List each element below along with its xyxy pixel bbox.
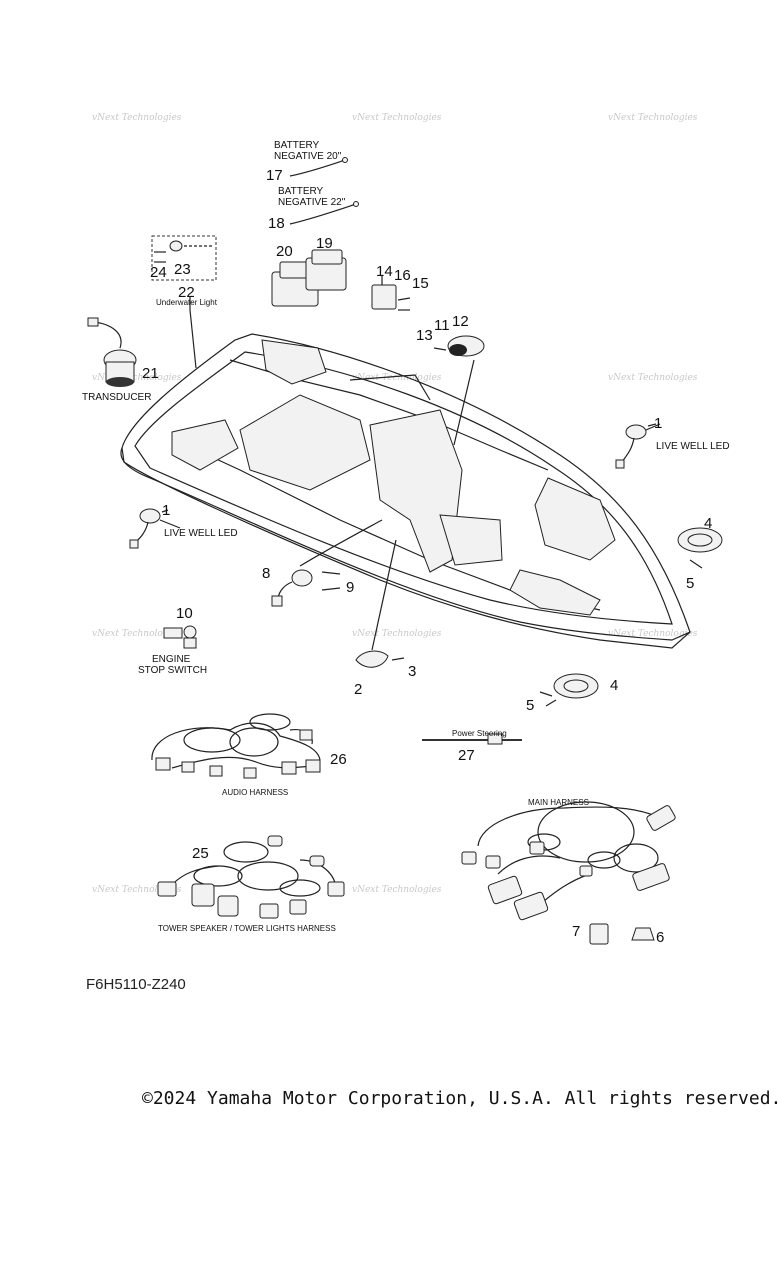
battery-neg-22-line1: BATTERY [278, 186, 324, 197]
engine-stop-switch-line2: STOP SWITCH [138, 665, 207, 676]
callout-23: 23 [174, 261, 191, 278]
main-harness-graphic [461, 801, 676, 945]
watermark: vNext Technologies [92, 629, 182, 639]
callout-19: 19 [316, 235, 333, 252]
callout-8: 8 [262, 565, 270, 582]
tower-harness-label: TOWER SPEAKER / TOWER LIGHTS HARNESS [158, 924, 336, 933]
parts-diagram: vNext Technologies vNext Technologies vN… [82, 113, 730, 946]
callout-12: 12 [452, 313, 469, 330]
callout-5: 5 [526, 697, 534, 714]
battery-neg-20-line1: BATTERY [274, 140, 320, 151]
copyright-notice: ©2024 Yamaha Motor Corporation, U.S.A. A… [142, 1088, 781, 1109]
callout-10: 10 [176, 605, 193, 622]
battery-boxes [271, 249, 347, 307]
diagram-code: F6H5110-Z240 [86, 976, 186, 993]
callout-1: 1 [654, 415, 662, 432]
callout-4: 4 [610, 677, 618, 694]
tower-harness-graphic [157, 835, 345, 919]
callout-9: 9 [346, 579, 354, 596]
battery-neg-22-line2: NEGATIVE 22" [278, 197, 346, 208]
callout-25: 25 [192, 845, 209, 862]
boat-hull [120, 333, 691, 649]
callout-15: 15 [412, 275, 429, 292]
callout-11: 11 [434, 317, 450, 334]
callout-numbers: 1 1 2 3 4 4 5 5 6 7 8 9 10 11 12 13 14 1… [142, 167, 712, 946]
audio-harness-graphic [151, 713, 321, 779]
underwater-light-label: Underwater Light [156, 298, 218, 307]
callout-21: 21 [142, 365, 159, 382]
watermark: vNext Technologies [352, 629, 442, 639]
callout-5: 5 [686, 575, 694, 592]
labels: BATTERY NEGATIVE 20" BATTERY NEGATIVE 22… [82, 140, 730, 933]
callout-7: 7 [572, 923, 580, 940]
main-harness-label: MAIN HARNESS [528, 798, 589, 807]
watermark: vNext Technologies [92, 885, 182, 895]
battery-neg-20-line2: NEGATIVE 20" [274, 151, 342, 162]
audio-harness-label: AUDIO HARNESS [222, 788, 288, 797]
callout-13: 13 [416, 327, 433, 344]
watermark: vNext Technologies [608, 629, 698, 639]
callout-3: 3 [408, 663, 416, 680]
callout-22: 22 [178, 284, 195, 301]
transducer-label: TRANSDUCER [82, 392, 151, 403]
watermark: vNext Technologies [352, 373, 442, 383]
watermark: vNext Technologies [352, 885, 442, 895]
watermark: vNext Technologies [352, 113, 442, 123]
callout-1: 1 [162, 502, 170, 519]
callout-14: 14 [376, 263, 393, 280]
callout-2: 2 [354, 681, 362, 698]
live-well-led-right-label: LIVE WELL LED [656, 441, 730, 452]
live-well-led-left-label: LIVE WELL LED [164, 528, 238, 539]
watermark: vNext Technologies [608, 373, 698, 383]
watermarks: vNext Technologies vNext Technologies vN… [92, 113, 698, 895]
callout-24: 24 [150, 264, 167, 281]
callout-16: 16 [394, 267, 411, 284]
callout-18: 18 [268, 215, 285, 232]
watermark: vNext Technologies [92, 373, 182, 383]
leader-lines [161, 276, 657, 707]
callout-26: 26 [330, 751, 347, 768]
callout-17: 17 [266, 167, 283, 184]
watermark: vNext Technologies [608, 113, 698, 123]
callout-6: 6 [656, 929, 664, 946]
watermark: vNext Technologies [92, 113, 182, 123]
power-steering-label: Power Steering [452, 729, 507, 738]
callout-20: 20 [276, 243, 293, 260]
engine-stop-switch-line1: ENGINE [152, 654, 191, 665]
callout-27: 27 [458, 747, 475, 764]
callout-4: 4 [704, 515, 712, 532]
